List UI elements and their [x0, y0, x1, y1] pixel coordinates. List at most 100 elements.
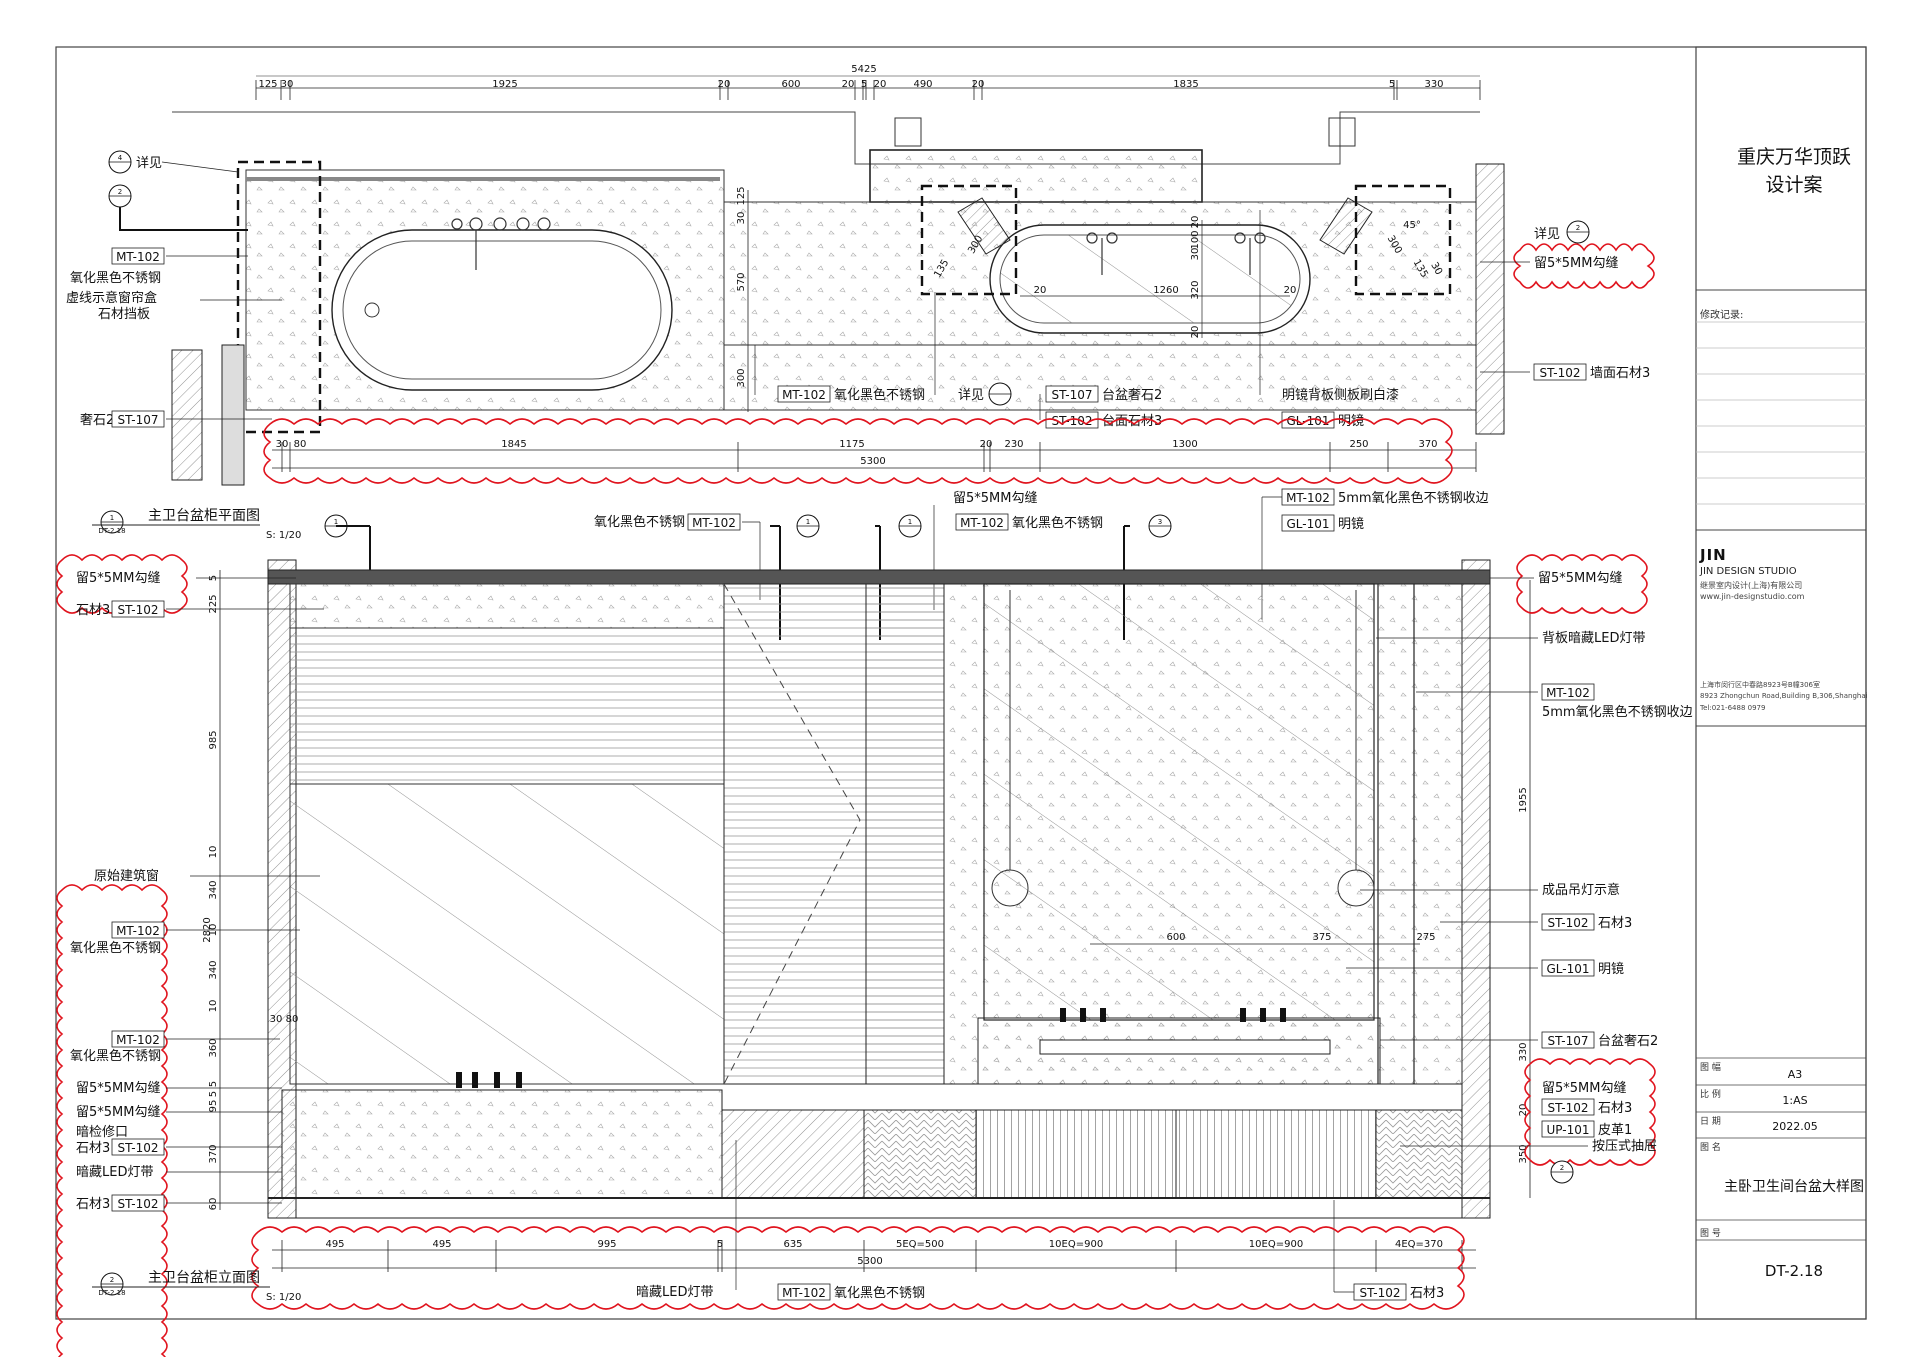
revision-cloud	[251, 1226, 1465, 1310]
scale-value: 1:AS	[1782, 1094, 1808, 1107]
mirror-note: 明镜背板侧板刷白漆	[1282, 387, 1399, 403]
gl101-desc: 明镜	[1338, 517, 1364, 532]
dim-text: 10EQ=900	[1249, 1239, 1303, 1250]
dim-text: 20	[842, 79, 855, 90]
led-back-note: 背板暗藏LED灯带	[1542, 631, 1645, 646]
gl101-desc: 明镜	[1598, 962, 1624, 977]
gap-note: 留5*5MM勾缝	[953, 491, 1037, 506]
section-symbol-num: 3	[1158, 518, 1162, 526]
access-note: 暗检修口	[76, 1125, 128, 1140]
push-drawer-note: 按压式抽屉	[1592, 1139, 1657, 1154]
studio-address-cn: 上海市闵行区中春路8923号B幢306室	[1700, 681, 1820, 689]
elevation-view: 1 1 1 3 氧化黑色不锈钢 MT-102 留5*5MM勾缝 MT-102 氧…	[56, 488, 1693, 1357]
dim-text: 125	[736, 186, 747, 205]
view-tag-num: 1	[110, 514, 114, 522]
dim-text: 10EQ=900	[1049, 1239, 1103, 1250]
dim-text: 30	[276, 439, 289, 450]
window-note: 原始建筑窗	[94, 868, 159, 884]
st102-code: ST-102	[117, 1197, 158, 1211]
view-tag-ref: DT-2.18	[98, 1289, 125, 1297]
dim-text: 250	[1349, 439, 1368, 450]
mt102-code: MT-102	[960, 516, 1004, 530]
studio-website[interactable]: www.jin-designstudio.com	[1700, 592, 1805, 601]
dim-text: 230	[1004, 439, 1023, 450]
section-symbol-num: 1	[908, 518, 912, 526]
detail-symbol-num: 2	[1576, 224, 1580, 232]
title-block-frame	[1695, 46, 1867, 1320]
number-label: 图 号	[1700, 1229, 1721, 1239]
bathtub	[331, 229, 673, 391]
dim-text: 5	[208, 1091, 219, 1097]
gl101-desc: 明镜	[1338, 414, 1364, 429]
dim-text: 10	[208, 846, 219, 859]
revision-cloud	[1513, 243, 1655, 289]
mt102-desc: 氧化黑色不锈钢	[70, 1048, 161, 1064]
st107-desc: 台盆奢石2	[1598, 1034, 1658, 1049]
plan-total-top-dim: 5425	[851, 64, 876, 75]
dim-text: 370	[1418, 439, 1437, 450]
st102-desc: 石材3	[1598, 916, 1632, 931]
elevation-scale: S: 1/20	[266, 1292, 301, 1303]
name-label: 图 名	[1700, 1143, 1721, 1153]
led-note: 暗藏LED灯带	[636, 1285, 713, 1300]
dim-text: 20	[1190, 326, 1201, 339]
stone-board-note: 石材挡板	[98, 307, 150, 322]
drawing-name: 主卧卫生间台盆大样图	[1724, 1179, 1864, 1195]
dim-text: 30	[270, 1014, 283, 1025]
dim-text: 340	[208, 880, 219, 899]
mt102-code: MT-102	[116, 250, 160, 264]
dim-text: 495	[325, 1239, 344, 1250]
size-value: A3	[1787, 1068, 1803, 1081]
size-label: 图 幅	[1700, 1063, 1721, 1073]
studio-cn-name: 继景室内设计(上海)有限公司	[1700, 581, 1803, 590]
mt102-desc: 氧化黑色不锈钢	[70, 940, 161, 956]
dim-text: 5	[208, 1081, 219, 1087]
dim-text: 20	[972, 79, 985, 90]
tub-taps	[456, 1072, 522, 1088]
dim-text: 570	[736, 272, 747, 291]
dim-text: 60	[208, 1198, 219, 1211]
revision-label: 修改记录:	[1700, 310, 1744, 321]
detail-label: 详见	[136, 156, 162, 171]
dim-text: 340	[208, 960, 219, 979]
dim-text: 20	[1518, 1104, 1529, 1117]
dim-text: 5	[717, 1239, 723, 1250]
detail-symbol[interactable]	[988, 382, 1012, 406]
stone-note: 石材3	[76, 603, 110, 618]
view-tag-ref: DT-2.18	[98, 527, 125, 535]
mt102-code: MT-102	[1546, 686, 1590, 700]
st107-code: ST-107	[117, 413, 158, 427]
st102-code: ST-102	[1539, 366, 1580, 380]
revision-rows	[1696, 321, 1866, 505]
dim-text: 5	[861, 79, 867, 90]
mt102-desc: 氧化黑色不锈钢	[834, 387, 925, 403]
tub-faucet	[451, 217, 551, 270]
st102-code: ST-102	[117, 603, 158, 617]
dim-text: 330	[1424, 79, 1443, 90]
dim-text: 30	[1190, 248, 1201, 261]
dim-text: 5	[1389, 79, 1395, 90]
dim-text: 370	[208, 1144, 219, 1163]
dim-text: 1845	[501, 439, 526, 450]
revision-cloud	[1524, 1058, 1656, 1166]
plan-title: 主卫台盆柜平面图	[148, 508, 260, 524]
date-value: 2022.05	[1772, 1120, 1818, 1133]
gap-note: 留5*5MM勾缝	[76, 1105, 160, 1120]
dim-text: 125	[258, 79, 277, 90]
mt102-code: MT-102	[116, 924, 160, 938]
pendant-note: 成品吊灯示意	[1542, 882, 1620, 898]
dim-text: 80	[286, 1014, 299, 1025]
st102-desc: 石材3	[1598, 1101, 1632, 1116]
project-title-line2: 设计案	[1765, 174, 1823, 196]
revision-cloud	[263, 418, 1453, 484]
dim-text: 95	[208, 1100, 219, 1113]
dim-text: 5EQ=500	[896, 1239, 944, 1250]
mt102-code: MT-102	[782, 1286, 826, 1300]
section-symbol-num: 2	[1560, 1164, 1564, 1172]
detail-label: 详见	[1534, 227, 1560, 242]
mt102-code: MT-102	[1286, 491, 1330, 505]
st107-code: ST-107	[1051, 388, 1092, 402]
st107-desc: 奢石2	[80, 413, 114, 428]
dim-text: 490	[913, 79, 932, 90]
mt102-desc: 5mm氧化黑色不锈钢收边	[1542, 704, 1693, 720]
